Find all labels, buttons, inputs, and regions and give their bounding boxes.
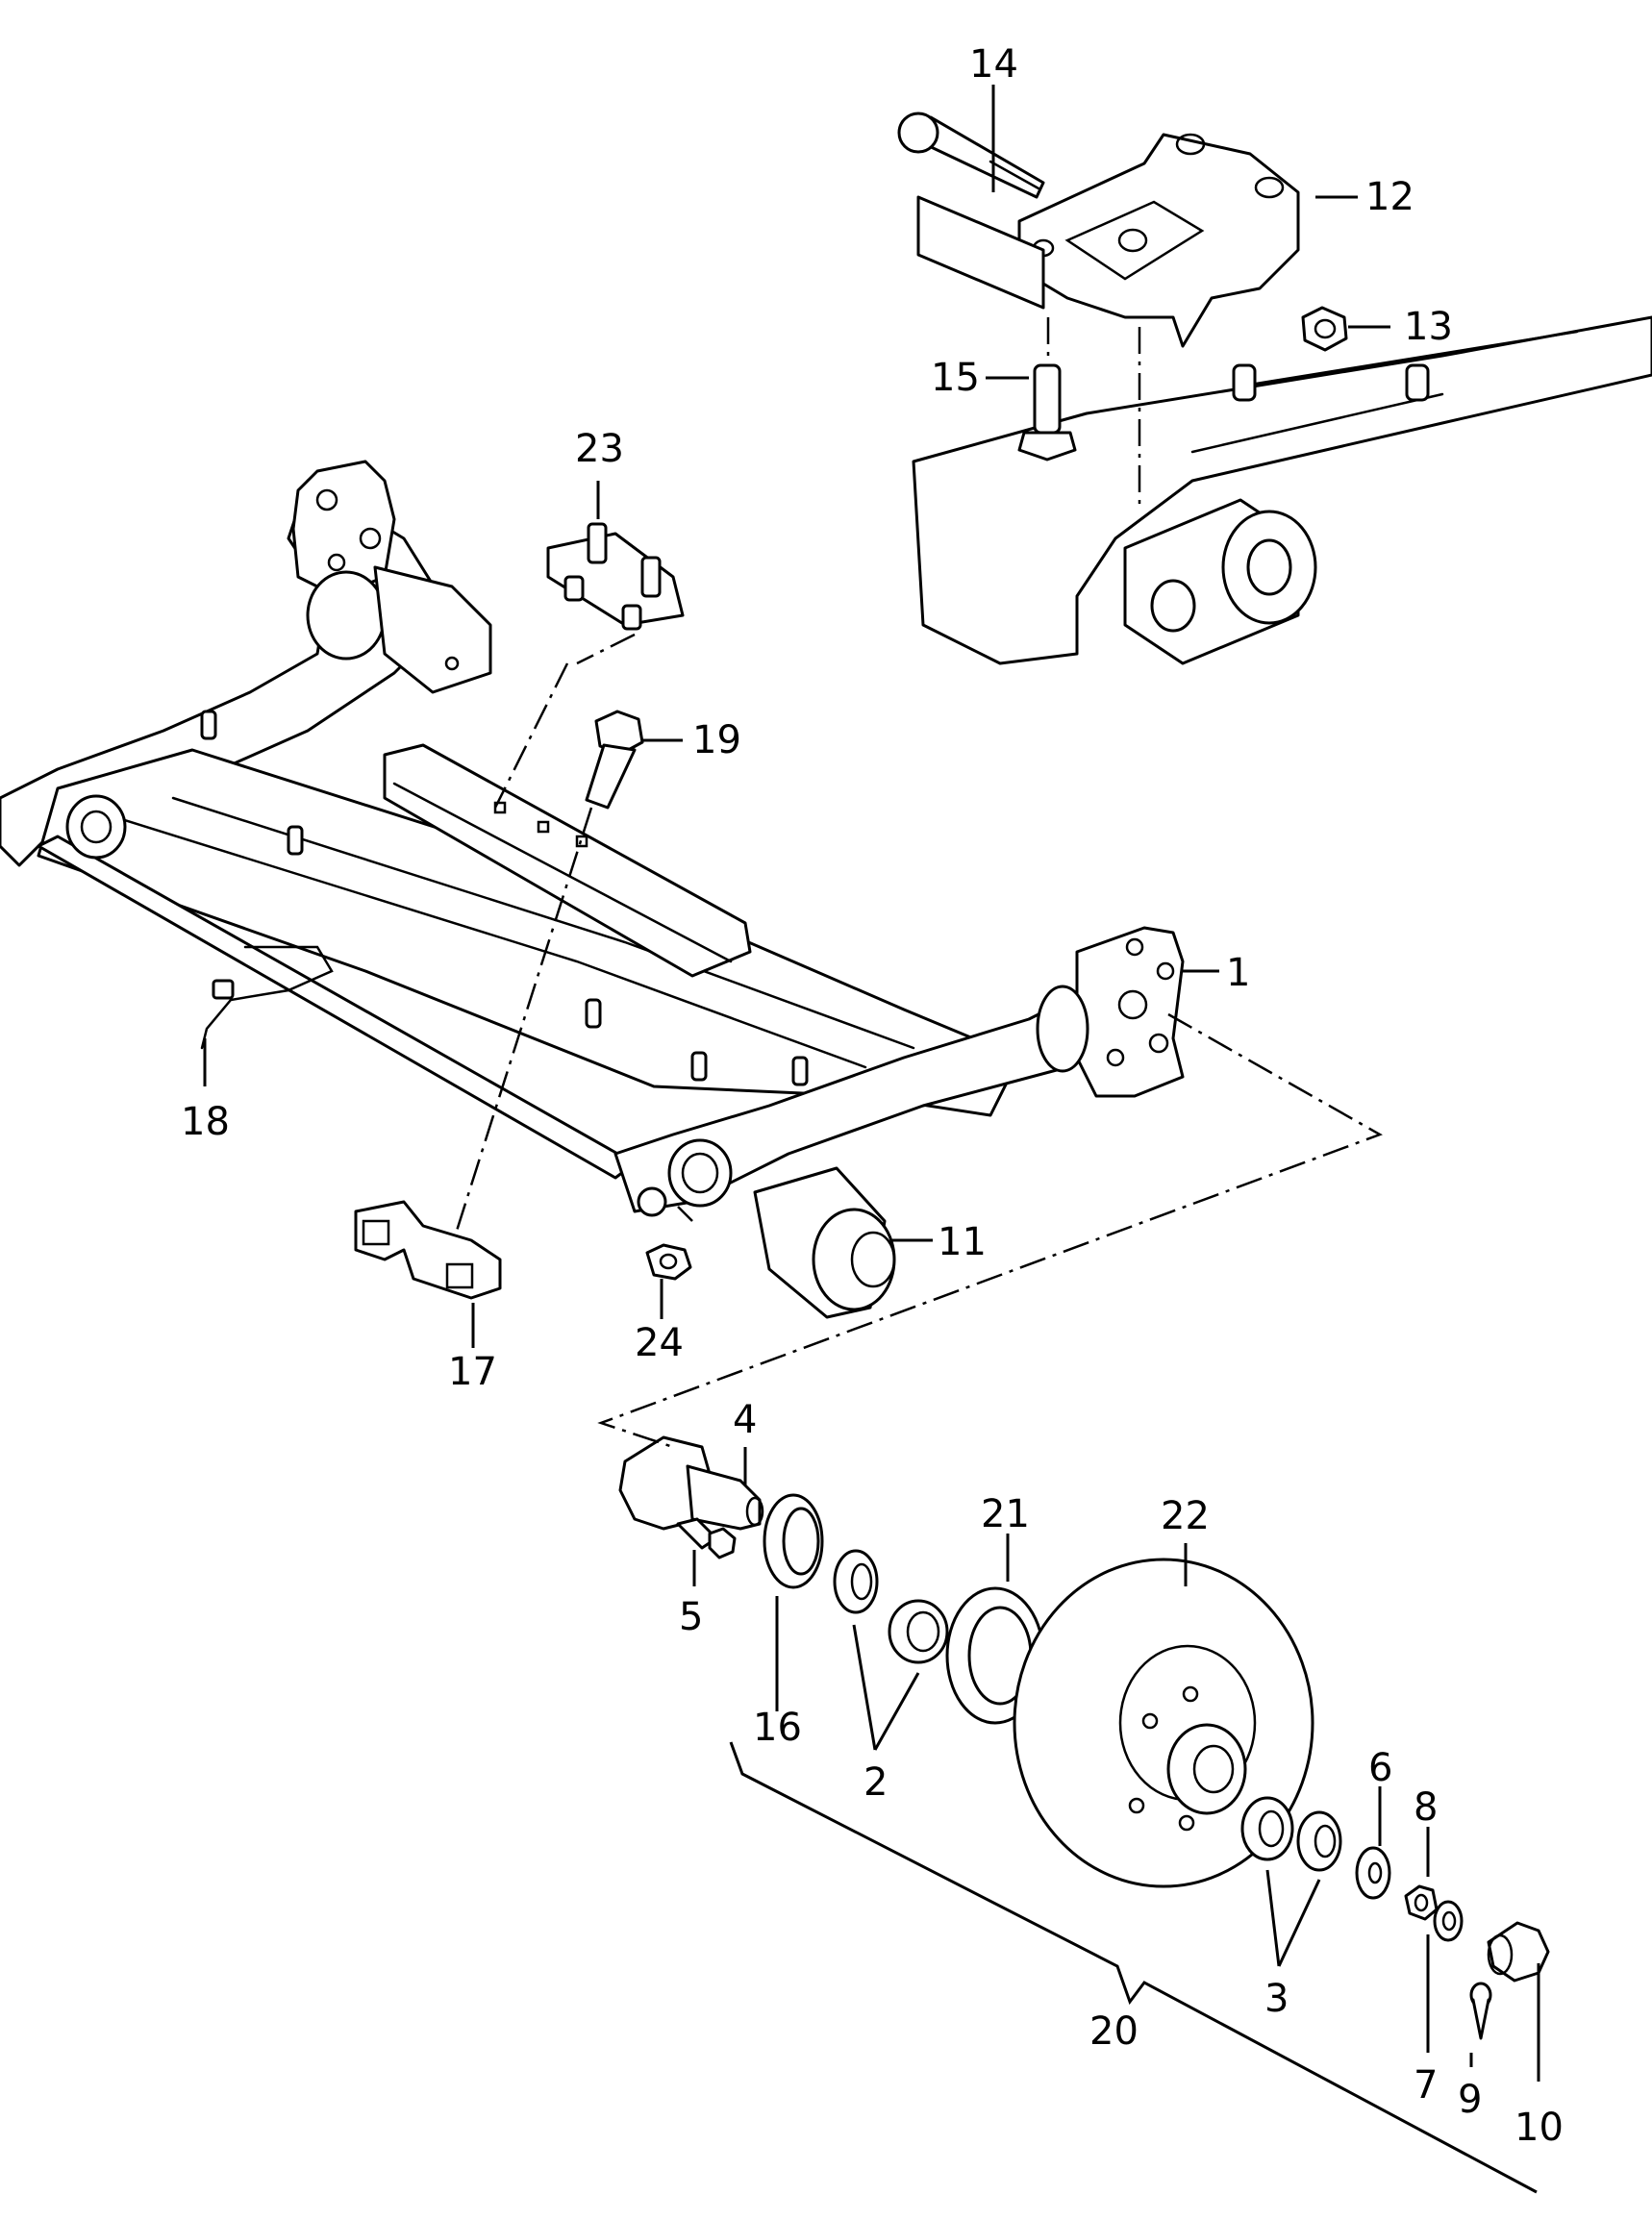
callout-6: 6 [1368, 1746, 1392, 1790]
mounting-bracket-part-12 [1017, 133, 1300, 348]
bracket-part-17 [354, 1200, 502, 1300]
sensor-wire-part-18 [200, 945, 334, 1050]
nut-part-24 [645, 1243, 692, 1281]
stub-axle-part-4 [618, 1435, 764, 1531]
callout-7: 7 [1414, 2063, 1438, 2108]
clip-part-23 [546, 522, 685, 631]
callout-20: 20 [1089, 2009, 1139, 2054]
nut-part-13 [1301, 306, 1348, 352]
callout-19: 19 [692, 718, 741, 762]
callout-5: 5 [679, 1595, 703, 1639]
sensor-ring-part-16 [763, 1493, 824, 1589]
dust-cap-part-10 [1487, 1921, 1550, 1983]
callout-22: 22 [1161, 1494, 1210, 1538]
callout-9: 9 [1458, 2078, 1482, 2122]
nut-part-8 [1404, 1884, 1439, 1921]
brake-disc-part-22 [1013, 1558, 1314, 1888]
rear-axle-beam-part-1 [0, 460, 1185, 1213]
callout-14: 14 [969, 42, 1018, 87]
cover-strip [383, 743, 752, 978]
callout-11: 11 [938, 1220, 987, 1264]
callout-4: 4 [733, 1398, 757, 1442]
callout-8: 8 [1414, 1785, 1438, 1830]
callout-24: 24 [635, 1321, 684, 1365]
alignment-lines [455, 633, 1383, 1449]
callout-13: 13 [1404, 305, 1453, 349]
callout-10: 10 [1514, 2106, 1564, 2150]
leader-lines [203, 85, 1540, 2194]
callout-18: 18 [181, 1100, 230, 1144]
callout-1: 1 [1226, 951, 1250, 995]
washer-part-6 [1355, 1846, 1391, 1900]
callout-3: 3 [1264, 1977, 1289, 2021]
callout-2: 2 [864, 1760, 888, 1805]
callout-17: 17 [448, 1350, 497, 1394]
bolt-part-5 [676, 1517, 737, 1559]
bushing-part-11 [753, 1166, 896, 1319]
bolt-part-14 [897, 112, 1045, 199]
cotter-pin-part-9 [1469, 1982, 1492, 2040]
inset-bracket-detail [897, 112, 1652, 665]
callout-15: 15 [931, 356, 980, 400]
inner-bearing-part-2 [833, 1549, 949, 1664]
bolt-part-15 [1017, 363, 1077, 461]
callout-labels: 1 2 3 4 5 6 7 8 9 10 11 12 13 14 15 16 1… [181, 42, 1564, 2150]
bolt-part-19 [585, 710, 644, 810]
callout-23: 23 [575, 427, 624, 471]
outer-bearing-part-3 [1240, 1796, 1342, 1872]
inset-bushing [1123, 498, 1317, 665]
callout-16: 16 [753, 1706, 802, 1750]
lock-ring-part-7 [1433, 1900, 1464, 1942]
callout-21: 21 [981, 1492, 1030, 1536]
callout-12: 12 [1365, 175, 1414, 219]
